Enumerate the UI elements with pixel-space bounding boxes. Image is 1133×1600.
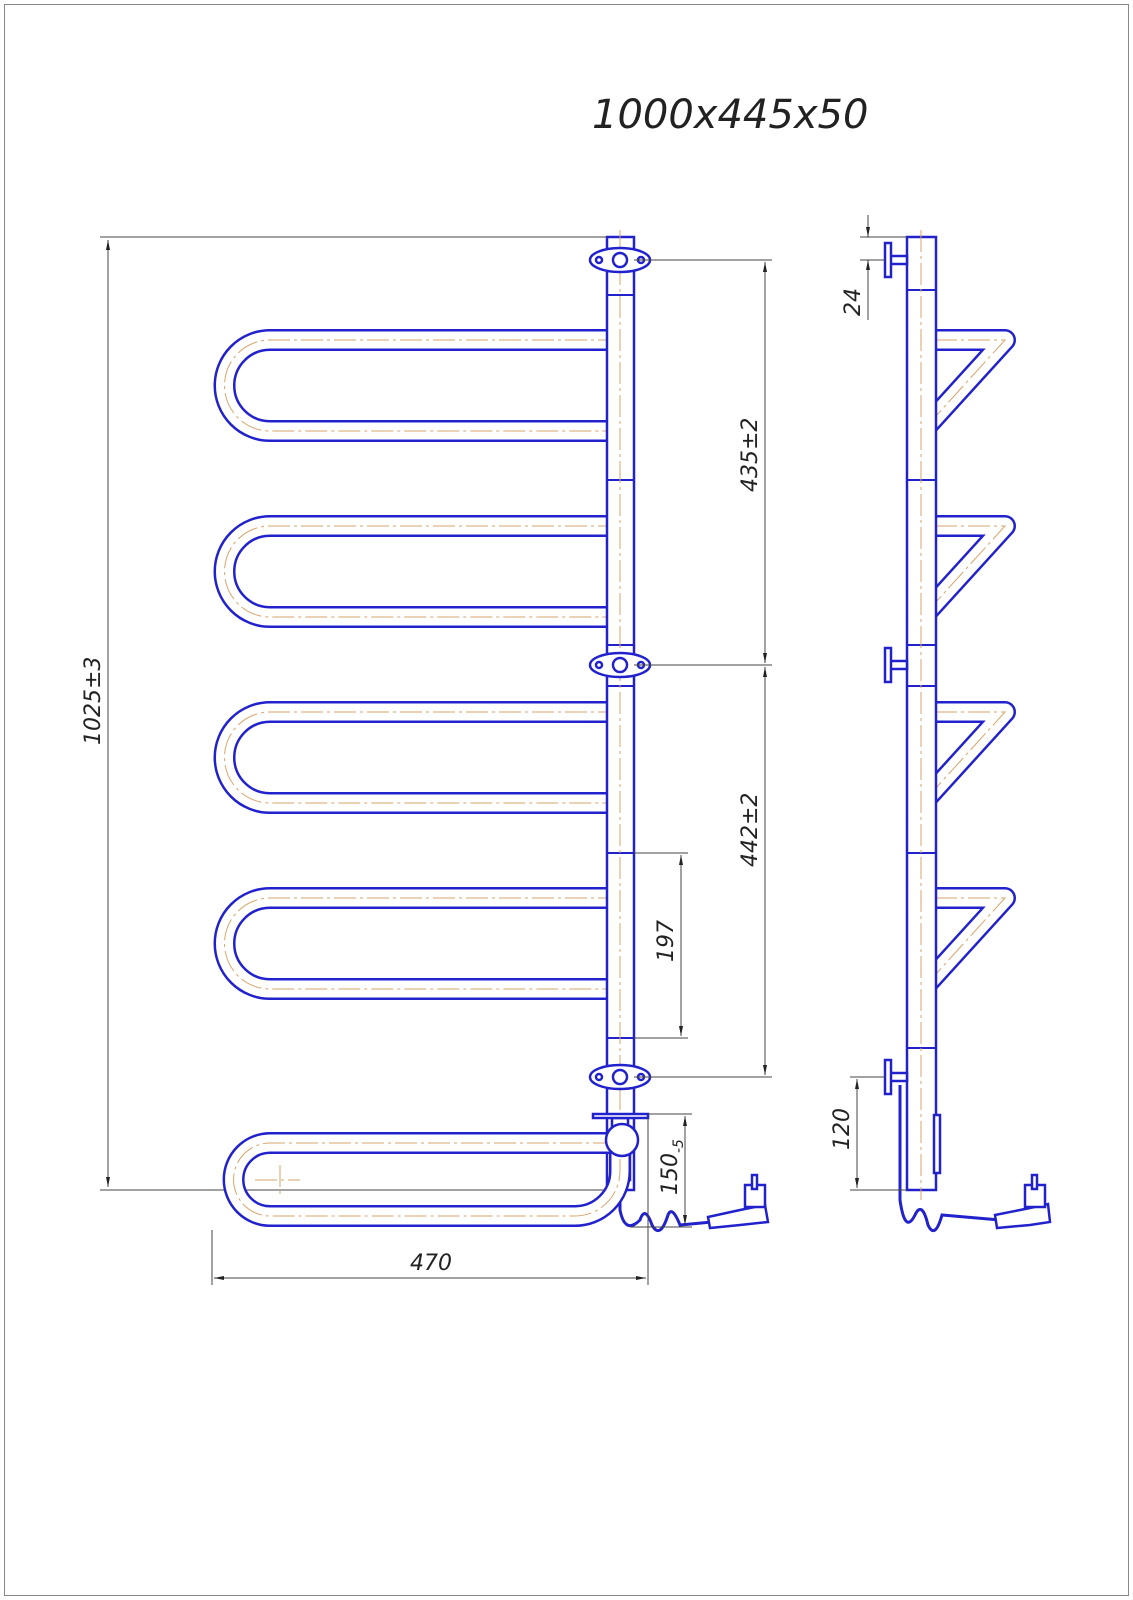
dim-total-height: 1025±3 bbox=[81, 657, 106, 745]
mount-plate bbox=[591, 1112, 650, 1120]
rail-loop bbox=[213, 329, 631, 442]
top-view: 150-5 470 bbox=[211, 1112, 692, 1285]
dim-rail-pitch: 197 bbox=[654, 920, 679, 962]
side-bracket bbox=[883, 646, 909, 684]
dim-width: 470 bbox=[410, 1251, 452, 1276]
rail-loop-top bbox=[222, 1132, 631, 1227]
side-view: 24 120 bbox=[830, 215, 1052, 1233]
rail-loop bbox=[213, 701, 631, 814]
rail-loop bbox=[213, 887, 631, 1000]
front-view: 1025±3 435±2 442±2 197 bbox=[81, 230, 772, 1233]
side-control-unit bbox=[932, 1113, 942, 1175]
dim-top-offset: 24 bbox=[841, 288, 866, 316]
plug-icon bbox=[993, 1173, 1052, 1230]
riser-section bbox=[604, 1122, 640, 1158]
dim-bottom-offset: 120 bbox=[830, 1108, 855, 1150]
side-bracket bbox=[883, 1058, 909, 1096]
dim-depth: 150-5 bbox=[658, 1139, 687, 1195]
side-arm bbox=[914, 701, 1016, 811]
side-arm bbox=[914, 515, 1016, 625]
power-cord bbox=[618, 1190, 713, 1233]
side-arm bbox=[914, 329, 1016, 439]
side-bracket bbox=[883, 241, 909, 279]
dim-upper-mount: 435±2 bbox=[738, 418, 763, 492]
drawing-frame bbox=[4, 4, 1129, 1596]
plug-icon bbox=[706, 1173, 770, 1230]
dim-lower-mount: 442±2 bbox=[738, 793, 763, 867]
model-title: 1000x445x50 bbox=[592, 92, 868, 138]
side-arm bbox=[914, 887, 1016, 997]
rail-loop bbox=[213, 515, 631, 628]
